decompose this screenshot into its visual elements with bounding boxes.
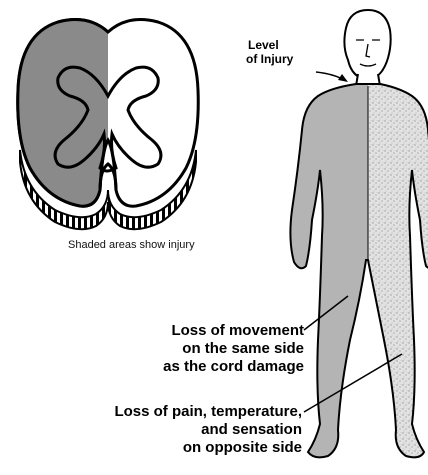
pain-label-line-1: Loss of pain, temperature, (114, 403, 302, 421)
movement-label-line-3: as the cord damage (163, 358, 304, 376)
movement-label-line-1: Loss of movement (163, 322, 304, 340)
level-label-line-2: of Injury (246, 52, 293, 66)
spinal-cord-cross-section (18, 20, 199, 230)
level-label-line-1: Level (248, 38, 293, 52)
pain-label-line-3: on opposite side (114, 439, 302, 457)
sensation-loss-label: Loss of pain, temperature, and sensation… (114, 403, 302, 457)
human-figure (290, 10, 428, 457)
movement-loss-label: Loss of movement on the same side as the… (163, 322, 304, 376)
level-arrowhead (338, 74, 348, 82)
level-of-injury-label: Level of Injury (248, 38, 293, 67)
movement-label-line-2: on the same side (163, 340, 304, 358)
pain-label-line-2: and sensation (114, 421, 302, 439)
shaded-areas-caption: Shaded areas show injury (68, 239, 195, 251)
